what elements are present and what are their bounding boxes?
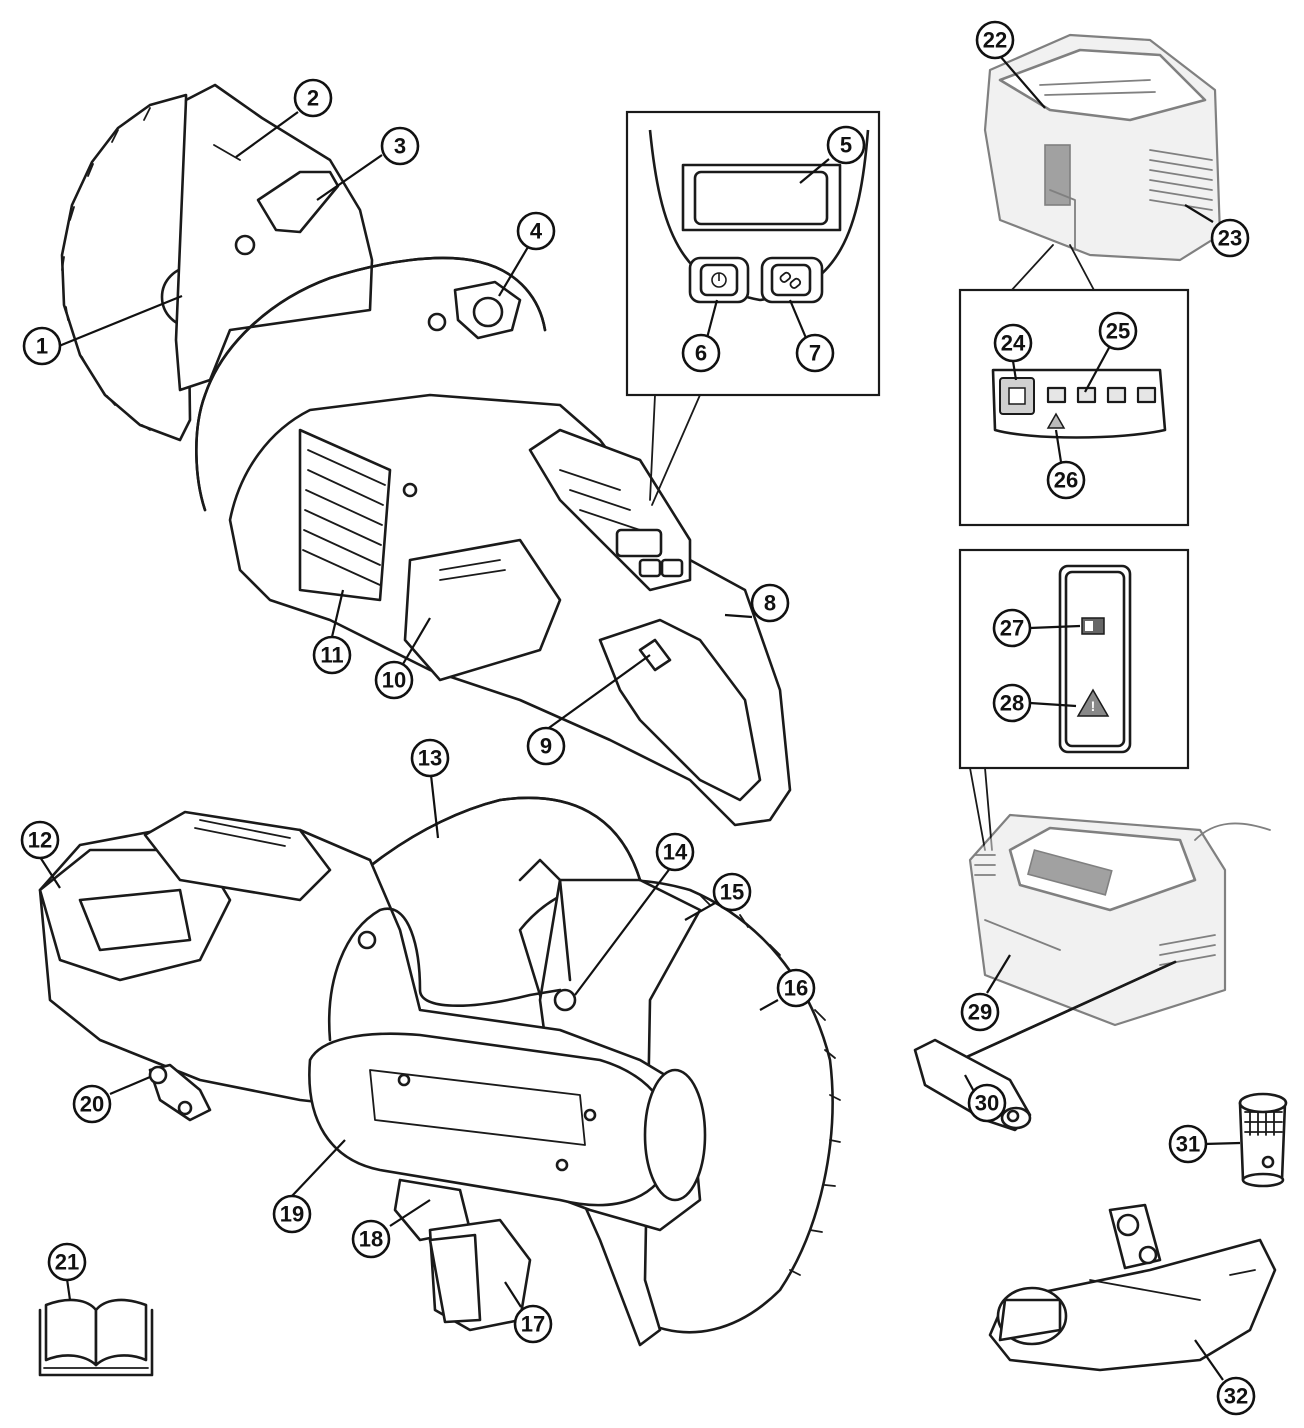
svg-text:6: 6 xyxy=(695,341,707,366)
callout-30: 30 xyxy=(967,1083,1007,1123)
callout-11: 11 xyxy=(312,635,352,675)
callout-13: 13 xyxy=(410,738,450,778)
svg-text:32: 32 xyxy=(1224,1384,1248,1409)
callout-20: 20 xyxy=(72,1084,112,1124)
svg-text:30: 30 xyxy=(975,1091,999,1116)
battery-status-button[interactable] xyxy=(999,377,1035,415)
svg-text:5: 5 xyxy=(840,133,852,158)
callout-4: 4 xyxy=(516,211,556,251)
callout-12: 12 xyxy=(20,820,60,860)
callout-9: 9 xyxy=(526,726,566,766)
charge-level-leds xyxy=(1046,386,1157,404)
callout-1: 1 xyxy=(22,326,62,366)
socket-adapter xyxy=(1238,1092,1288,1188)
open-book-icon xyxy=(38,1298,154,1377)
callout-8: 8 xyxy=(750,583,790,623)
battery-pack xyxy=(983,33,1222,262)
callout-3: 3 xyxy=(380,126,420,166)
callout-10: 10 xyxy=(374,660,414,700)
callout-25: 25 xyxy=(1098,311,1138,351)
callout-5: 5 xyxy=(826,125,866,165)
svg-text:24: 24 xyxy=(1001,331,1026,356)
svg-text:17: 17 xyxy=(521,1312,545,1337)
svg-text:3: 3 xyxy=(394,134,406,159)
callout-32: 32 xyxy=(1216,1376,1256,1416)
callout-31: 31 xyxy=(1168,1124,1208,1164)
warning-triangle-icon: ! xyxy=(1076,688,1110,717)
callout-26: 26 xyxy=(1046,460,1086,500)
svg-text:26: 26 xyxy=(1054,468,1078,493)
warning-triangle-icon xyxy=(1046,412,1066,429)
guide-trolley xyxy=(988,1203,1277,1372)
power-button[interactable] xyxy=(688,256,750,304)
svg-text:15: 15 xyxy=(720,880,744,905)
svg-text:!: ! xyxy=(1091,698,1096,714)
callout-28: 28 xyxy=(992,683,1032,723)
svg-text:27: 27 xyxy=(1000,616,1024,641)
callouts: 1 2 3 4 5 6 7 8 9 10 11 12 13 14 15 16 1… xyxy=(20,20,1256,1416)
callout-23: 23 xyxy=(1210,218,1250,258)
callout-29: 29 xyxy=(960,992,1000,1032)
svg-text:28: 28 xyxy=(1000,691,1024,716)
callout-18: 18 xyxy=(351,1219,391,1259)
power-cutter-bottom-view xyxy=(38,796,841,1347)
svg-text:20: 20 xyxy=(80,1092,104,1117)
charger-indicator-detail: ! xyxy=(958,548,1190,851)
callout-6: 6 xyxy=(681,333,721,373)
callout-21: 21 xyxy=(47,1242,87,1282)
callout-27: 27 xyxy=(992,608,1032,648)
power-icon xyxy=(711,272,727,288)
svg-text:22: 22 xyxy=(983,28,1007,53)
svg-text:13: 13 xyxy=(418,746,442,771)
callout-14: 14 xyxy=(655,832,695,872)
svg-text:29: 29 xyxy=(968,1000,992,1025)
svg-text:9: 9 xyxy=(540,734,552,759)
leader-lines xyxy=(39,55,1241,1381)
battery-icon xyxy=(1081,617,1105,635)
callout-16: 16 xyxy=(776,968,816,1008)
svg-text:1: 1 xyxy=(36,334,48,359)
callout-15: 15 xyxy=(712,872,752,912)
callout-17: 17 xyxy=(513,1304,553,1344)
svg-text:8: 8 xyxy=(764,591,776,616)
svg-text:14: 14 xyxy=(663,840,688,865)
callout-2: 2 xyxy=(293,78,333,118)
svg-text:21: 21 xyxy=(55,1250,79,1275)
callout-24: 24 xyxy=(993,323,1033,363)
svg-text:25: 25 xyxy=(1106,319,1130,344)
svg-text:4: 4 xyxy=(530,219,543,244)
link-button[interactable] xyxy=(760,256,824,304)
svg-text:23: 23 xyxy=(1218,226,1242,251)
power-cutter-top-view xyxy=(60,83,792,827)
svg-text:2: 2 xyxy=(307,86,319,111)
svg-text:16: 16 xyxy=(784,976,808,1001)
callout-7: 7 xyxy=(795,333,835,373)
svg-text:18: 18 xyxy=(359,1227,383,1252)
svg-text:10: 10 xyxy=(382,668,406,693)
svg-text:19: 19 xyxy=(280,1202,304,1227)
svg-text:7: 7 xyxy=(809,341,821,366)
battery-charger xyxy=(968,813,1271,1027)
callout-19: 19 xyxy=(272,1194,312,1234)
callout-22: 22 xyxy=(975,20,1015,60)
svg-text:12: 12 xyxy=(28,828,52,853)
svg-text:31: 31 xyxy=(1176,1132,1200,1157)
keypad-detail xyxy=(625,110,881,506)
link-icon xyxy=(779,271,802,289)
svg-text:11: 11 xyxy=(320,643,343,668)
